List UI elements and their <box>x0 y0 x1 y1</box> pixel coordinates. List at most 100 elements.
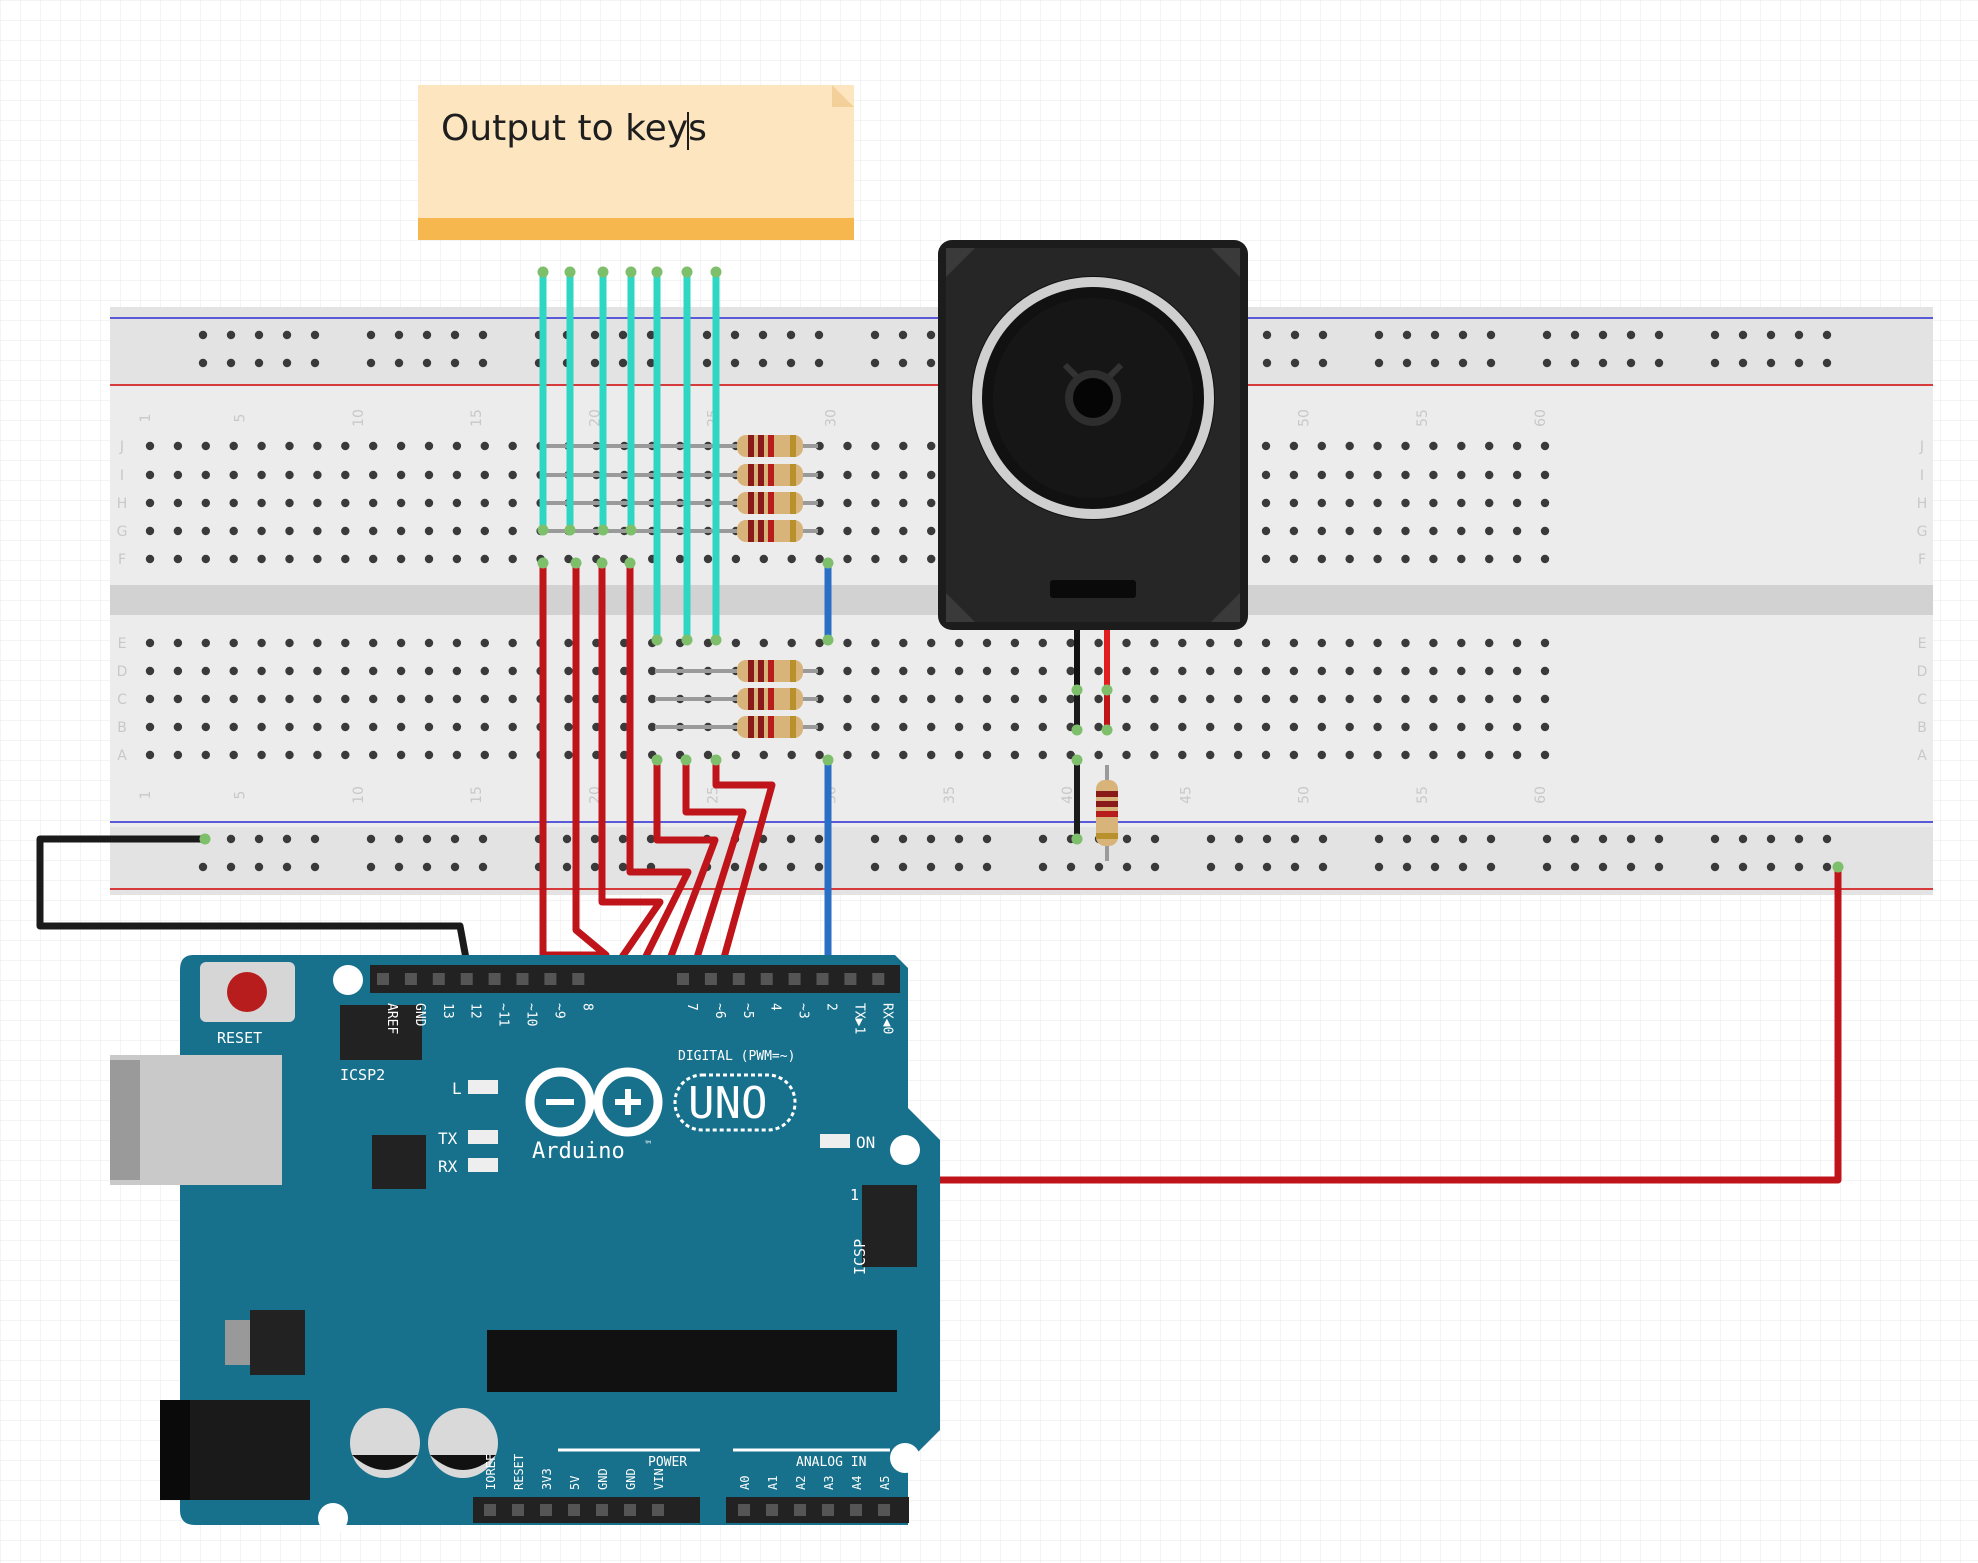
header-pin[interactable] <box>878 1504 890 1516</box>
header-pin[interactable] <box>516 973 529 985</box>
rail-hole <box>1542 330 1552 340</box>
rail-hole <box>198 358 208 368</box>
breadboard-hole <box>982 638 992 648</box>
header-pin[interactable] <box>572 973 585 985</box>
breadboard-hole <box>1457 750 1466 760</box>
rail-hole <box>1570 330 1580 340</box>
header-pin[interactable] <box>512 1504 524 1516</box>
breadboard-hole <box>899 470 908 480</box>
reset-button-icon[interactable] <box>200 962 295 1022</box>
row-letter: I <box>1920 468 1924 484</box>
rail-hole <box>422 834 432 844</box>
wire-end <box>597 266 609 278</box>
header-pin[interactable] <box>766 1504 778 1516</box>
header-pin[interactable] <box>822 1504 834 1516</box>
breadboard-hole <box>1038 694 1048 704</box>
rail-hole <box>786 862 796 872</box>
breadboard-hole <box>1261 694 1271 704</box>
breadboard-hole <box>1512 470 1522 480</box>
breadboard-hole <box>1206 694 1215 704</box>
breadboard-hole <box>201 666 210 676</box>
wire-red[interactable] <box>712 756 776 984</box>
wire-gnd[interactable] <box>36 835 474 984</box>
rail-hole <box>562 862 572 872</box>
row-letter: B <box>117 720 127 736</box>
rail-hole <box>1794 330 1804 340</box>
header-pin[interactable] <box>544 973 557 985</box>
breadboard-hole <box>1373 638 1382 648</box>
header-pin[interactable] <box>460 973 473 985</box>
wire-red[interactable] <box>653 756 719 984</box>
rail-hole <box>1430 862 1440 872</box>
header-pin[interactable] <box>624 1504 636 1516</box>
breadboard-hole <box>508 441 517 451</box>
breadboard-hole <box>1233 722 1243 732</box>
breadboard-hole <box>675 554 685 564</box>
column-number: 1 <box>138 414 154 423</box>
header-pin[interactable] <box>484 1504 496 1516</box>
breadboard-hole <box>285 441 294 451</box>
rail-hole <box>254 834 264 844</box>
header-pin[interactable] <box>816 973 829 985</box>
header-pin[interactable] <box>872 973 885 985</box>
rail-hole <box>1654 834 1664 844</box>
header-pin[interactable] <box>596 1504 608 1516</box>
breadboard-hole <box>508 526 517 536</box>
column-number: 35 <box>942 786 958 804</box>
wire-red[interactable] <box>682 756 747 984</box>
wire-end <box>822 634 834 646</box>
header-pin[interactable] <box>738 1504 750 1516</box>
breadboard-hole <box>899 694 908 704</box>
header-pin[interactable] <box>788 973 801 985</box>
sticky-note[interactable]: Output to keys <box>418 85 854 240</box>
rail-hole <box>702 358 712 368</box>
rail-hole <box>366 358 376 368</box>
rail-hole <box>954 834 964 844</box>
breadboard-hole <box>843 666 852 676</box>
rail-hole <box>898 330 908 340</box>
wire-end <box>624 557 636 569</box>
arduino-logo-icon <box>525 1067 797 1137</box>
breadboard-hole <box>954 750 964 760</box>
chip-small <box>372 1135 426 1189</box>
breadboard-hole <box>1010 638 1020 648</box>
breadboard-hole <box>452 638 462 648</box>
breadboard-hole <box>843 441 852 451</box>
header-pin[interactable] <box>732 973 745 985</box>
header-pin[interactable] <box>704 973 717 985</box>
header-pin[interactable] <box>540 1504 552 1516</box>
breadboard-hole <box>1094 750 1103 760</box>
column-number: 55 <box>1415 409 1431 427</box>
header-pin[interactable] <box>677 973 689 985</box>
breadboard-hole <box>1289 441 1299 451</box>
pin-label: A3 <box>822 1476 836 1490</box>
rail-hole <box>618 834 628 844</box>
header-pin[interactable] <box>794 1504 806 1516</box>
resistor-icon <box>722 520 818 542</box>
wire-red[interactable] <box>598 559 664 984</box>
rail-hole <box>646 834 656 844</box>
breadboard-hole <box>648 694 657 704</box>
breadboard-hole <box>1261 722 1271 732</box>
column-number: 15 <box>469 409 485 427</box>
header-pin[interactable] <box>652 1504 664 1516</box>
header-pin[interactable] <box>568 1504 580 1516</box>
header-pin[interactable] <box>404 973 417 985</box>
breadboard-hole <box>341 554 350 564</box>
rail-hole <box>1486 358 1496 368</box>
rail-hole <box>1822 862 1832 872</box>
breadboard-hole <box>201 694 210 704</box>
header-pin[interactable] <box>432 973 445 985</box>
breadboard-hole <box>313 722 322 732</box>
header-pin[interactable] <box>760 973 773 985</box>
rail-hole <box>1766 862 1776 872</box>
rail-hole <box>1430 330 1440 340</box>
header-pin[interactable] <box>850 1504 862 1516</box>
breadboard-hole <box>173 441 183 451</box>
header-pin[interactable] <box>377 973 389 985</box>
wire-red[interactable] <box>626 559 692 984</box>
breadboard-hole <box>1373 554 1382 564</box>
header-pin[interactable] <box>844 973 857 985</box>
arduino-uno-board: RESET ICSP2 L TX RX ON UNO Arduino ™ <box>110 955 940 1533</box>
header-pin[interactable] <box>488 973 501 985</box>
